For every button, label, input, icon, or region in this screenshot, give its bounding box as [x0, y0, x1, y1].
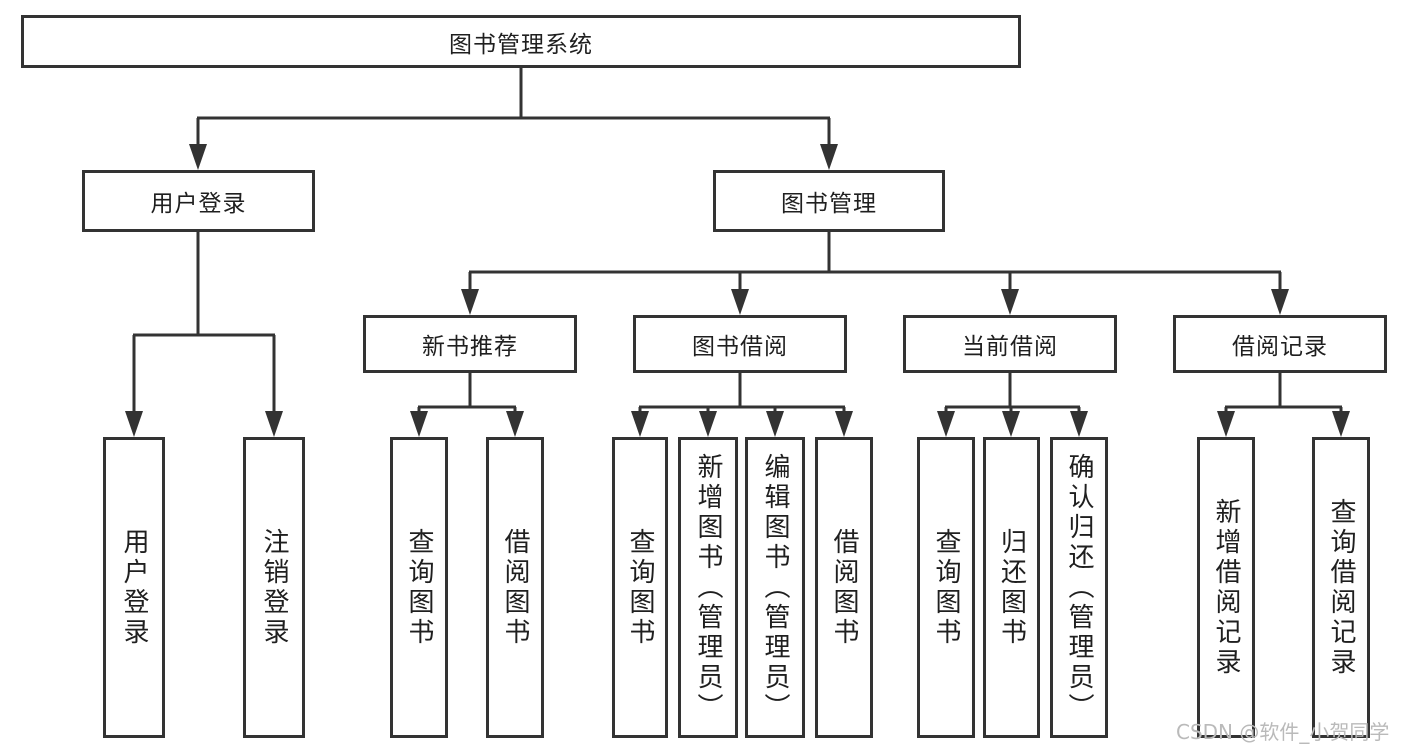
node-leaf-query-books-borrowing: 查询图书: [612, 437, 668, 738]
node-leaf-query-books-current: 查询图书: [917, 437, 975, 738]
node-book-management: 图书管理: [713, 170, 945, 232]
node-leaf-query-borrow-record: 查询借阅记录: [1312, 437, 1370, 738]
node-leaf-borrow-books: 借阅图书: [815, 437, 873, 738]
node-leaf-user-login: 用户登录: [103, 437, 165, 738]
csdn-watermark: CSDN @软件_小贺同学: [1176, 720, 1390, 744]
node-leaf-edit-books-admin: 编辑图书（管理员）: [745, 437, 805, 738]
node-leaf-query-books-recommend: 查询图书: [390, 437, 448, 738]
node-new-book-recommendation: 新书推荐: [363, 315, 577, 373]
node-leaf-add-borrow-record: 新增借阅记录: [1197, 437, 1255, 738]
node-leaf-add-books-admin: 新增图书（管理员）: [678, 437, 738, 738]
node-leaf-borrow-books-recommend: 借阅图书: [486, 437, 544, 738]
node-leaf-return-books: 归还图书: [983, 437, 1040, 738]
node-leaf-logout: 注销登录: [243, 437, 305, 738]
node-library-management-system: 图书管理系统: [21, 15, 1021, 68]
node-leaf-confirm-return-admin: 确认归还（管理员）: [1050, 437, 1108, 738]
node-borrowing-records: 借阅记录: [1173, 315, 1387, 373]
node-current-borrowing: 当前借阅: [903, 315, 1117, 373]
node-user-login: 用户登录: [82, 170, 315, 232]
node-book-borrowing: 图书借阅: [633, 315, 847, 373]
